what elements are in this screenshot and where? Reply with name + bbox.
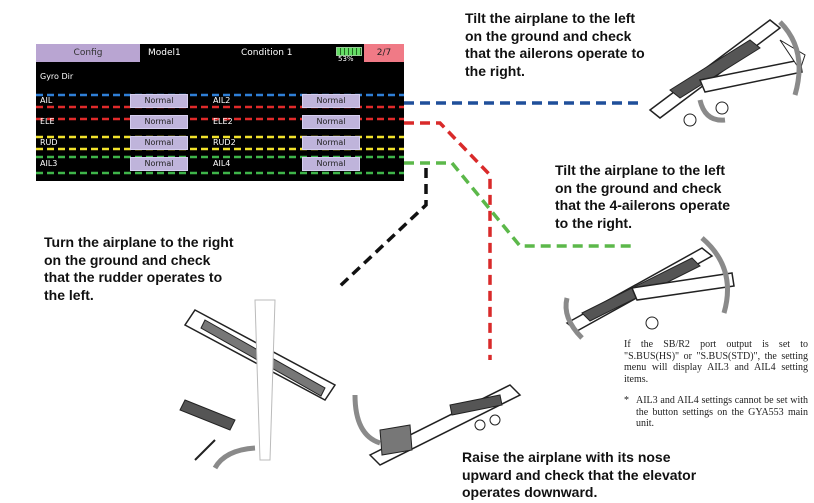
ail34-note: AIL3 and AIL4 settings cannot be set wit…: [636, 395, 808, 429]
channel-label: AIL4: [213, 159, 231, 168]
sbus-note: If the SB/R2 port output is set to "S.BU…: [624, 339, 808, 385]
condition-name: Condition 1: [241, 48, 293, 58]
gyro-dir-button[interactable]: Normal: [302, 157, 360, 171]
airplane-4aileron-illustration: [563, 236, 735, 340]
channel-label: ELE2: [213, 117, 233, 126]
channel-label: AIL3: [40, 159, 58, 168]
channel-label: RUD2: [213, 138, 236, 147]
gyro-dir-button[interactable]: Normal: [130, 115, 188, 129]
gyro-dir-button[interactable]: Normal: [130, 157, 188, 171]
channel-label: ELE: [40, 117, 55, 126]
channel-label: RUD: [40, 138, 58, 147]
rudder-check-callout: Turn the airplane to the right on the gr…: [44, 234, 234, 303]
gyro-dir-button[interactable]: Normal: [130, 136, 188, 150]
gyro-dir-button[interactable]: Normal: [130, 94, 188, 108]
battery-icon: [336, 47, 362, 56]
four-aileron-check-callout: Tilt the airplane to the left on the gro…: [555, 162, 731, 231]
config-tab[interactable]: Config: [36, 44, 140, 62]
model-name: Model1: [148, 48, 181, 58]
gyro-dir-button[interactable]: Normal: [302, 136, 360, 150]
transmitter-screen: Config Model1 Condition 1 53% 2/7 Gyro D…: [36, 44, 404, 181]
channel-label: AIL2: [213, 96, 231, 105]
channel-color-lines: [36, 93, 404, 175]
gyro-dir-button[interactable]: Normal: [302, 94, 360, 108]
section-title: Gyro Dir: [40, 72, 74, 81]
airplane-turn-right-illustration: [179, 299, 337, 470]
battery-percent: 53%: [338, 55, 354, 63]
airplane-tilt-left-illustration: [648, 19, 806, 127]
airplane-nose-up-illustration: [352, 384, 522, 466]
aileron-check-callout: Tilt the airplane to the left on the gro…: [465, 10, 645, 79]
channel-label: AIL: [40, 96, 53, 105]
footnote-mark: *: [624, 395, 629, 406]
gyro-dir-button[interactable]: Normal: [302, 115, 360, 129]
elevator-check-callout: Raise the airplane with its nose upward …: [462, 449, 697, 500]
page-indicator-button[interactable]: 2/7: [364, 44, 404, 62]
